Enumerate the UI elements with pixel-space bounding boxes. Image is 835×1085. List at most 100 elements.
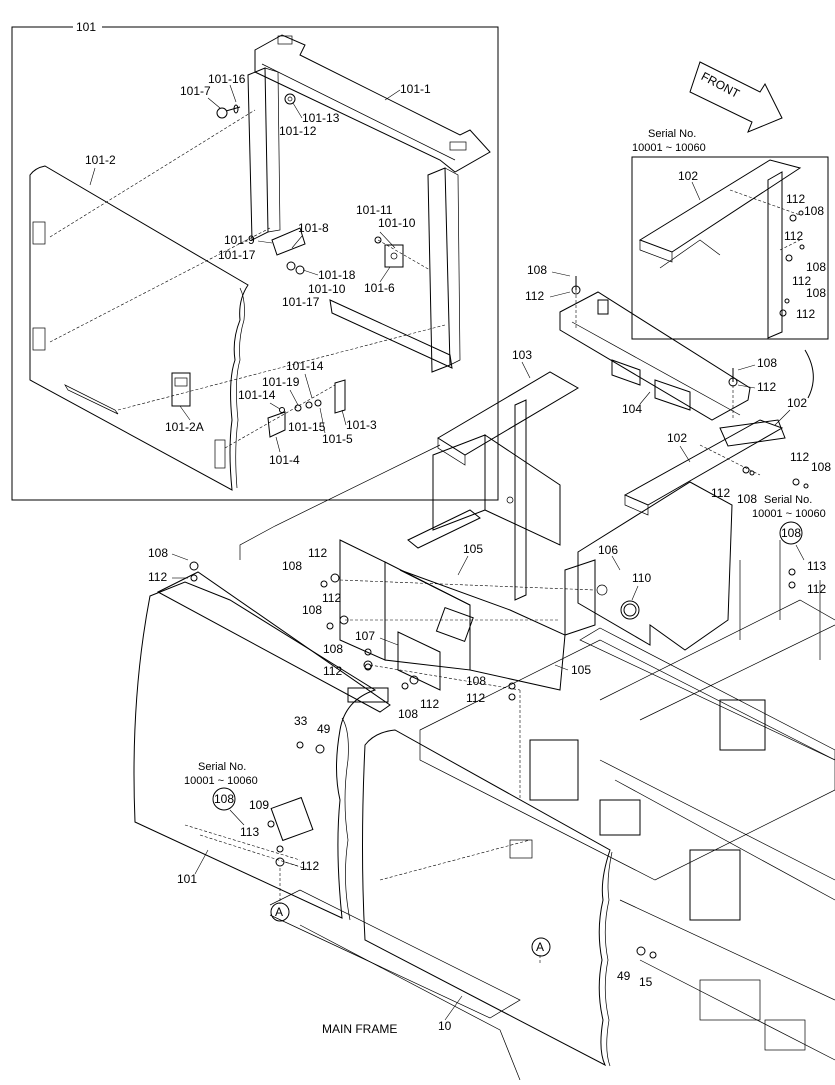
callout-101-6: 101-6 (364, 281, 395, 295)
callout-108-b: 108 (757, 356, 777, 370)
callout-101-main: 101 (177, 872, 197, 886)
callout-108-a: 108 (527, 263, 547, 277)
callout-101-5: 101-5 (322, 432, 353, 446)
serial-heading-right: Serial No. (764, 494, 812, 506)
callout-113-left: 113 (240, 825, 259, 839)
callout-15: 15 (639, 975, 653, 989)
callout-112-j: 112 (466, 691, 485, 705)
bolt-108-left (276, 845, 284, 853)
callout-101-11: 101-11 (356, 203, 393, 217)
callout-49-b: 49 (617, 969, 631, 983)
callout-101-top: 101 (76, 20, 96, 34)
callout-108-g: 108 (302, 603, 322, 617)
callout-101-15: 101-15 (288, 420, 326, 434)
callout-112-b: 112 (757, 380, 776, 394)
callout-101-3: 101-3 (346, 418, 377, 432)
callout-110: 110 (632, 571, 651, 585)
callout-108-f: 108 (282, 559, 302, 573)
fasteners-middle (320, 573, 516, 701)
washer-112-left (275, 857, 285, 867)
bracket-104 (559, 276, 751, 421)
callout-112-a: 112 (525, 289, 544, 303)
callout-105-b: 105 (571, 663, 591, 677)
callout-112-l: 112 (300, 859, 319, 873)
callout-108-inset-a: 108 (804, 204, 824, 218)
serial-heading-top: Serial No. (648, 128, 696, 140)
hidden-lines-101 (49, 109, 446, 449)
callout-112-k: 112 (148, 570, 167, 584)
callout-112-e: 112 (807, 582, 826, 596)
callout-49-a: 49 (317, 722, 331, 736)
detail-a-circle-right (531, 937, 551, 957)
callout-101-16: 101-16 (208, 72, 246, 86)
callout-107: 107 (355, 629, 375, 643)
callout-101-4: 101-4 (269, 453, 300, 467)
callout-101-8: 101-8 (298, 221, 329, 235)
callout-101-2: 101-2 (85, 153, 116, 167)
callout-101-12: 101-12 (279, 124, 317, 138)
assembly-edge (239, 444, 441, 560)
callout-109: 109 (249, 798, 269, 812)
callout-112-inset-d: 112 (796, 307, 815, 321)
plate-107 (397, 631, 441, 691)
front-arrow-label: FRONT (699, 69, 743, 101)
fasteners-right (742, 466, 809, 489)
serial-range-right: 10001 ~ 10060 (752, 508, 826, 520)
callout-101-9: 101-9 (224, 233, 255, 247)
callout-112-d: 112 (790, 450, 809, 464)
washer-49-a (315, 744, 325, 754)
callout-112-h: 112 (323, 664, 342, 678)
callout-104: 104 (622, 402, 642, 416)
callout-101-2A: 101-2A (165, 420, 204, 434)
inset-callouts: 101-16 101-7 101-1 101-13 101-12 101-2 1… (85, 72, 431, 467)
bracket-106 (564, 481, 733, 651)
callout-101-10-lower: 101-10 (308, 282, 346, 296)
plate-105 (339, 539, 566, 691)
detail-a-circle-left (270, 902, 290, 922)
bolt-113-right (788, 568, 796, 576)
callout-108-inset-c: 108 (806, 286, 826, 300)
main-frame-label: MAIN FRAME (322, 1022, 397, 1036)
bracket-102 (623, 419, 786, 516)
frame-101-1 (247, 34, 491, 373)
panel-101 (133, 561, 391, 921)
callout-112-g: 112 (322, 591, 341, 605)
inset-assembly-101: 101 (11, 20, 499, 501)
callout-33: 33 (294, 714, 308, 728)
inset-serial-top: Serial No. 10001 ~ 10060 102 112 108 112… (631, 128, 829, 340)
callout-108-inset-b: 108 (806, 260, 826, 274)
callout-105-a: 105 (463, 542, 483, 556)
callout-112-i: 112 (420, 697, 439, 711)
callout-108-c: 108 (737, 492, 757, 506)
serial-range-top: 10001 ~ 10060 (632, 142, 706, 154)
bracket-103 (407, 371, 579, 601)
separator-arc (804, 349, 814, 399)
hardware-101 (216, 93, 404, 438)
door-panel-10 (362, 729, 657, 1067)
bolt-113-left (267, 820, 275, 828)
callout-101-18: 101-18 (318, 268, 356, 282)
callout-113-right: 113 (807, 559, 826, 573)
callout-101-10-upper: 101-10 (378, 216, 416, 230)
callout-102-inset: 102 (678, 169, 698, 183)
callout-112-inset-c: 112 (792, 274, 811, 288)
callout-108-h: 108 (323, 642, 343, 656)
callout-108-j: 108 (466, 674, 486, 688)
serial-range-left: 10001 ~ 10060 (184, 775, 258, 787)
callout-102-a: 102 (787, 396, 807, 410)
callout-101-19: 101-19 (262, 375, 300, 389)
callout-101-17-lower: 101-17 (282, 295, 320, 309)
bolt-33 (296, 741, 304, 749)
circle-108-left (212, 787, 236, 811)
detail-a-label-right: A (536, 940, 544, 954)
callout-103: 103 (512, 348, 532, 362)
serial-heading-left: Serial No. (198, 761, 246, 773)
circle-108-right (779, 521, 803, 545)
callout-101-14-lower: 101-14 (238, 388, 276, 402)
callout-101-7: 101-7 (180, 84, 211, 98)
washer-112-right (788, 581, 796, 589)
front-arrow: FRONT (689, 61, 783, 133)
callout-112-c: 112 (711, 486, 730, 500)
